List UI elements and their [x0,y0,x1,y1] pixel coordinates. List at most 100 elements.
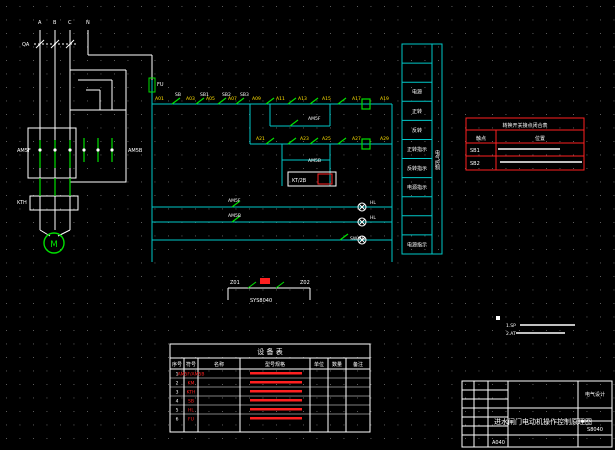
grid-dot [438,154,439,156]
grid-dot [546,397,547,399]
grid-dot [546,249,547,250]
grid-dot [141,438,142,439]
equipment-table-cell: 6 [176,417,179,423]
grid-dot [586,330,588,331]
grid-dot [492,357,493,358]
grid-dot [600,249,601,250]
grid-dot [478,438,480,439]
grid-dot [370,141,372,142]
grid-dot [546,19,547,21]
grid-dot [208,370,210,372]
grid-dot [168,397,169,399]
grid-dot [33,46,34,48]
grid-dot [532,181,534,183]
grid-dot [154,303,156,304]
grid-dot [438,60,439,61]
grid-dot [181,195,183,196]
grid-dot [424,141,426,142]
equipment-table-cell: 2 [176,381,179,387]
grid-dot [330,384,331,385]
grid-dot [559,6,561,7]
grid-dot [100,249,102,250]
grid-dot [195,168,196,169]
grid-dot [181,370,183,372]
grid-dot [613,343,615,345]
grid-dot [100,411,102,412]
grid-dot [127,316,129,318]
grid-dot [19,384,21,385]
grid-dot [235,276,237,277]
grid-dot [262,424,264,426]
grid-dot [262,19,264,21]
grid-dot [19,276,21,277]
grid-dot [370,195,372,196]
grid-dot [208,141,210,142]
phase-c-label: C [68,20,72,26]
grid-dot [154,6,156,7]
grid-dot [573,370,574,372]
grid-dot [451,181,453,183]
grid-dot [249,100,250,102]
grid-dot [573,316,574,318]
grid-dot [411,60,412,61]
grid-dot [492,303,493,304]
grid-dot [60,46,61,48]
grid-dot [208,154,210,156]
grid-dot [19,127,21,129]
grid-dot [114,235,115,237]
grid-dot [478,168,480,169]
grid-dot [559,33,561,34]
grid-dot [384,100,385,102]
grid-dot [208,73,210,75]
grid-dot [424,33,426,34]
grid-dot [505,316,507,318]
grid-dot [492,384,493,385]
grid-dot [451,141,453,142]
equipment-table-spec-mark [250,408,302,411]
grid-dot [87,262,88,264]
qa-label: QA [22,42,30,48]
grid-dot [19,100,21,102]
grid-dot [87,87,88,88]
grid-dot [492,127,493,129]
grid-dot [586,195,588,196]
switch-button-label: SB3 [240,92,249,98]
grid-dot [168,114,169,115]
grid-dot [262,438,264,439]
grid-dot [208,87,210,88]
grid-dot [276,397,277,399]
grid-dot [613,114,615,115]
grid-dot [411,181,412,183]
grid-dot [370,168,372,169]
grid-dot [141,195,142,196]
grid-dot [492,289,493,291]
grid-dot [222,33,223,34]
grid-dot [168,289,169,291]
grid-dot [343,100,345,102]
grid-dot [33,168,34,169]
grid-dot [438,46,439,48]
grid-dot [586,33,588,34]
grid-dot [573,181,574,183]
grid-dot [424,343,426,345]
grid-dot [519,33,520,34]
grid-dot [73,73,75,75]
control-coils [361,98,371,150]
grid-dot [424,424,426,426]
grid-dot [249,87,250,88]
grid-dot [289,424,291,426]
grid-dot [559,343,561,345]
grid-dot [154,46,156,48]
grid-dot [586,357,588,358]
grid-dot [73,141,75,142]
grid-dot [141,276,142,277]
grid-dot [303,289,304,291]
grid-dot [451,19,453,21]
grid-dot [208,357,210,358]
grid-dot [370,424,372,426]
grid-dot [222,330,223,331]
grid-dot [46,46,48,48]
grid-dot [505,87,507,88]
grid-dot [465,127,466,129]
grid-dot [60,289,61,291]
